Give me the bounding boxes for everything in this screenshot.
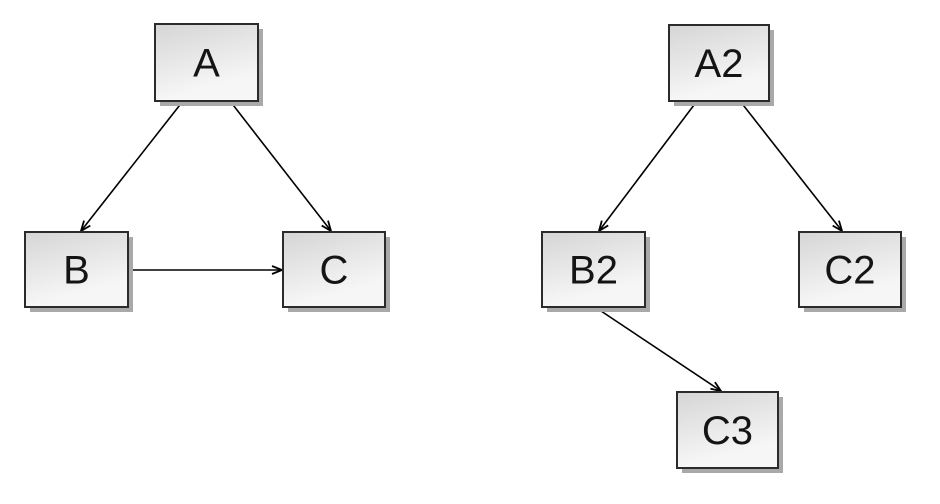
- node-C2-box[interactable]: [798, 231, 902, 308]
- node-B[interactable]: B: [24, 231, 133, 312]
- node-B2[interactable]: B2: [541, 231, 650, 312]
- node-C2[interactable]: C2: [798, 231, 906, 312]
- node-B-box[interactable]: [24, 231, 129, 308]
- node-C-box[interactable]: [282, 231, 386, 308]
- edge-B2-C3[interactable]: [594, 306, 724, 393]
- edge-A-B[interactable]: [79, 100, 184, 233]
- node-A[interactable]: A: [154, 23, 263, 106]
- node-C[interactable]: C: [282, 231, 390, 312]
- edge-A2-B2[interactable]: [597, 100, 698, 233]
- node-A2-box[interactable]: [668, 24, 770, 102]
- node-C3[interactable]: C3: [676, 391, 783, 473]
- edges-layer: [79, 100, 844, 393]
- node-A-box[interactable]: [154, 23, 259, 102]
- node-C3-box[interactable]: [676, 391, 779, 469]
- node-A2[interactable]: A2: [668, 24, 774, 106]
- edge-A-C[interactable]: [229, 100, 333, 233]
- node-B2-box[interactable]: [541, 231, 646, 308]
- edge-A2-C2[interactable]: [739, 100, 844, 233]
